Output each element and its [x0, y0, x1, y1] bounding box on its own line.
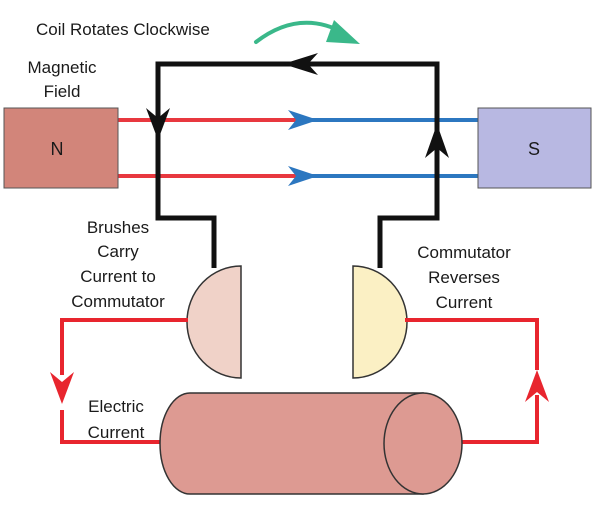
right-commutator-segment [352, 265, 408, 379]
commutator-label-line3: Current [436, 293, 493, 312]
commutator-label-line1: Commutator [417, 243, 511, 262]
coil-wire [155, 61, 440, 268]
armature-end-face [383, 392, 463, 495]
brushes-label-line3: Current to [80, 267, 156, 286]
current-label-line2: Current [88, 423, 145, 442]
brushes-label-line1: Brushes [87, 218, 149, 237]
field-label-line2: Field [44, 82, 81, 101]
magnetic-field-lines [118, 110, 478, 186]
field-arrow-icon [288, 166, 318, 186]
rotation-label: Coil Rotates Clockwise [36, 20, 210, 39]
rotation-arrow-icon [326, 20, 360, 44]
field-arrow-icon [288, 110, 318, 130]
brushes-label-line2: Carry [97, 242, 139, 261]
south-pole [477, 107, 592, 189]
field-label-line1: Magnetic [28, 58, 97, 77]
current-arrow-up-icon [525, 370, 549, 402]
south-pole-label: S [528, 139, 540, 159]
coil-arrow-left-icon [283, 53, 318, 75]
coil-arrow-down-icon [146, 108, 170, 140]
north-pole-label: N [51, 139, 64, 159]
current-wire-left [60, 318, 188, 375]
commutator-label-line2: Reverses [428, 268, 500, 287]
coil-arrow-up-icon [425, 124, 449, 158]
armature-cylinder [159, 392, 463, 495]
current-label-line1: Electric [88, 397, 144, 416]
brushes-label-line4: Commutator [71, 292, 165, 311]
current-wire-right [405, 318, 539, 370]
north-pole [3, 107, 119, 189]
left-commutator-segment [186, 265, 242, 379]
current-arrow-down-icon [50, 372, 74, 404]
current-wire-right-lower [462, 395, 539, 444]
armature-body [159, 392, 424, 495]
current-wire-left-lower [60, 410, 170, 444]
